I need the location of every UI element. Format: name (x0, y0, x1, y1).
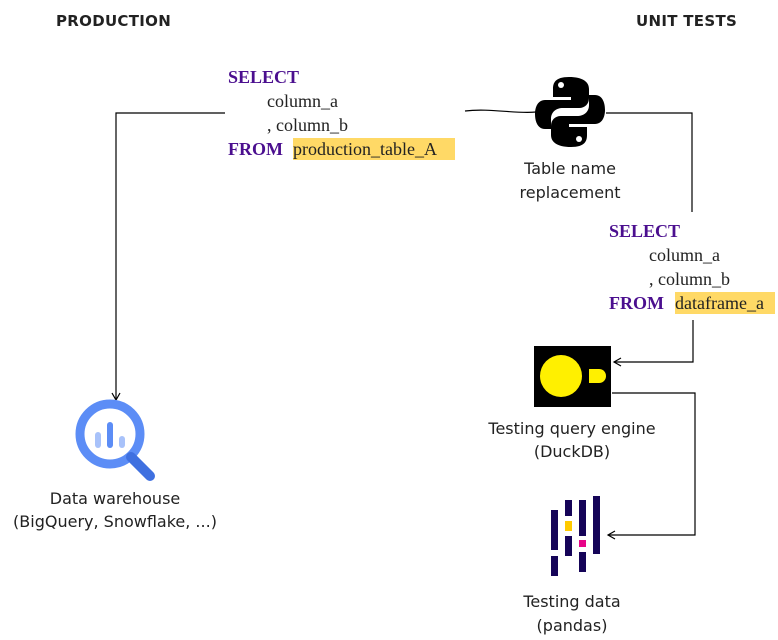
duckdb-label-line1: Testing query engine (487, 419, 655, 438)
pandas-label-line2: (pandas) (537, 616, 608, 635)
sql-column-a: column_a (267, 91, 338, 111)
sql-dataframe-table: dataframe_a (675, 293, 764, 313)
warehouse-label-line2: (BigQuery, Snowflake, ...) (13, 512, 217, 531)
pandas-logo-icon (551, 496, 600, 576)
unit-tests-heading: UNIT TESTS (636, 12, 737, 30)
connector-sql-to-python (464, 109, 537, 113)
table-highlight (293, 138, 455, 160)
table-highlight (675, 292, 775, 314)
sql-production-table: production_table_A (293, 139, 437, 159)
connector-python-to-test-sql (606, 112, 693, 212)
sql-keyword-from: FROM (609, 293, 664, 313)
python-logo-icon (535, 77, 605, 147)
python-label-line1: Table name (523, 159, 616, 178)
python-label-line2: replacement (520, 183, 621, 202)
sql-keyword-select: SELECT (228, 67, 299, 87)
production-sql-block: SELECT column_a , column_b FROM producti… (228, 67, 455, 160)
connector-test-sql-to-duckdb (612, 320, 694, 367)
duckdb-logo-icon (534, 346, 611, 407)
pandas-label-line1: Testing data (522, 592, 620, 611)
duckdb-label-line2: (DuckDB) (534, 442, 610, 461)
sql-column-b: , column_b (649, 269, 730, 289)
production-heading: PRODUCTION (56, 12, 171, 30)
bigquery-magnifier-icon (75, 399, 155, 481)
sql-keyword-from: FROM (228, 139, 283, 159)
connector-duckdb-to-pandas (606, 392, 696, 540)
test-sql-block: SELECT column_a , column_b FROM datafram… (609, 221, 775, 314)
sql-column-a: column_a (649, 245, 720, 265)
warehouse-label-line1: Data warehouse (50, 489, 181, 508)
sql-keyword-select: SELECT (609, 221, 680, 241)
sql-column-b: , column_b (267, 115, 348, 135)
connector-production-to-warehouse (111, 112, 225, 402)
